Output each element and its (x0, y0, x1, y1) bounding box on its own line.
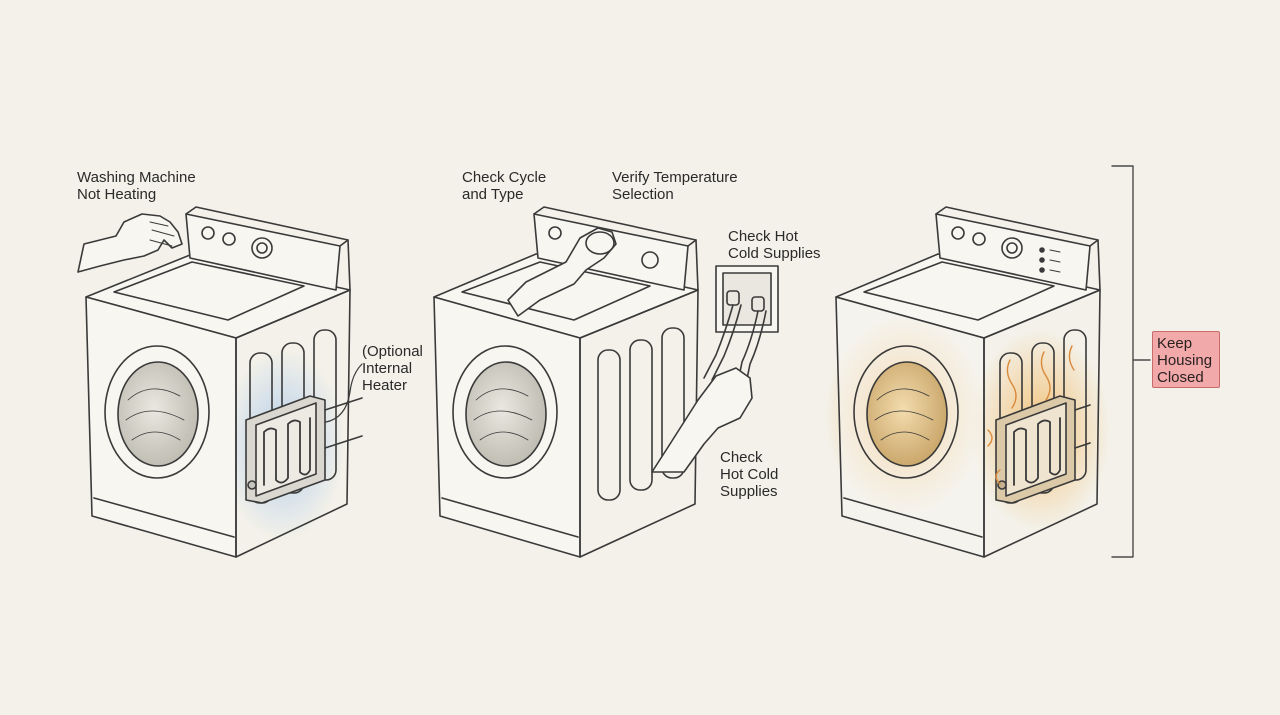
machine-not-heating-label: Washing Machine Not Heating (77, 169, 196, 203)
heat-wave-icon (987, 345, 1075, 485)
washing-machine-3 (825, 206, 1110, 558)
washing-machine-1 (77, 206, 363, 558)
hand-icon (77, 213, 183, 273)
keep-housing-closed-warning: Keep Housing Closed (1152, 331, 1220, 388)
hand-icon (651, 367, 753, 473)
check-hot-cold-supplies-top-label: Check Hot Cold Supplies (728, 228, 821, 262)
check-hot-cold-supplies-bottom-label: Check Hot Cold Supplies (720, 449, 779, 500)
washing-machine-2 (433, 206, 779, 558)
water-valve-icon (703, 265, 779, 385)
heater-element-icon (245, 395, 363, 504)
optional-heater-label: (Optional Internal Heater (362, 343, 423, 394)
verify-temperature-label: Verify Temperature Selection (612, 169, 738, 203)
heater-element-icon (995, 395, 1091, 504)
bracket-icon (1111, 165, 1151, 558)
check-cycle-label: Check Cycle and Type (462, 169, 547, 203)
